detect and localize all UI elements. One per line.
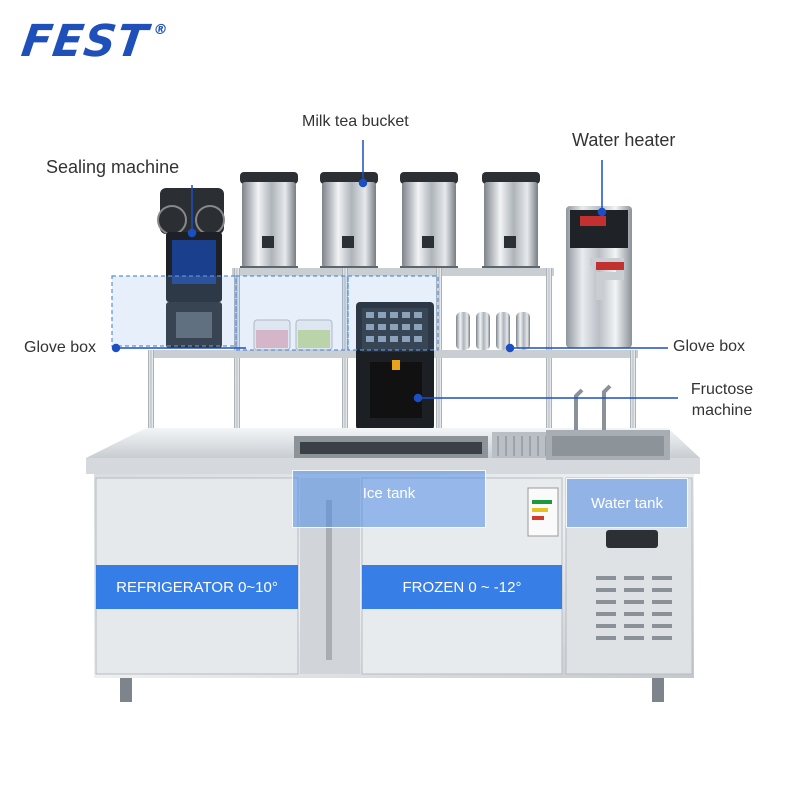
label-fructose-line1: Fructose [690, 381, 754, 398]
water-heater [566, 206, 632, 348]
water-tank-label: Water tank [591, 494, 663, 512]
frozen-label: FROZEN 0 ~ -12° [402, 578, 522, 596]
label-fructose-machine: Fructose machine [684, 381, 760, 420]
frozen-tag: FROZEN 0 ~ -12° [362, 565, 562, 609]
refrigerator-label: REFRIGERATOR 0~10° [116, 578, 278, 596]
label-fructose-line2: machine [691, 402, 753, 419]
label-milk-tea-bucket: Milk tea bucket [302, 113, 409, 130]
ice-tank-label: Ice tank [362, 485, 416, 502]
callout-lines [111, 140, 678, 403]
refrigerator-tag: REFRIGERATOR 0~10° [96, 565, 298, 609]
label-glove-box-right: Glove box [673, 338, 746, 355]
shakers [456, 312, 530, 350]
sealing-machine [157, 188, 225, 348]
glove-box-highlights [111, 275, 439, 351]
label-water-heater: Water heater [572, 130, 676, 150]
milk-tea-buckets [240, 172, 540, 272]
brand-logo: FEST® [18, 16, 170, 67]
brand-name: FEST [18, 16, 152, 67]
counter-top [86, 384, 700, 474]
ice-tank-tag: Ice tank [292, 470, 486, 528]
label-glove-box-left: Glove box [24, 339, 97, 356]
label-sealing-machine: Sealing machine [46, 157, 180, 177]
containers [253, 319, 333, 351]
water-tank-tag: Water tank [566, 478, 688, 528]
registered-mark: ® [152, 22, 170, 38]
